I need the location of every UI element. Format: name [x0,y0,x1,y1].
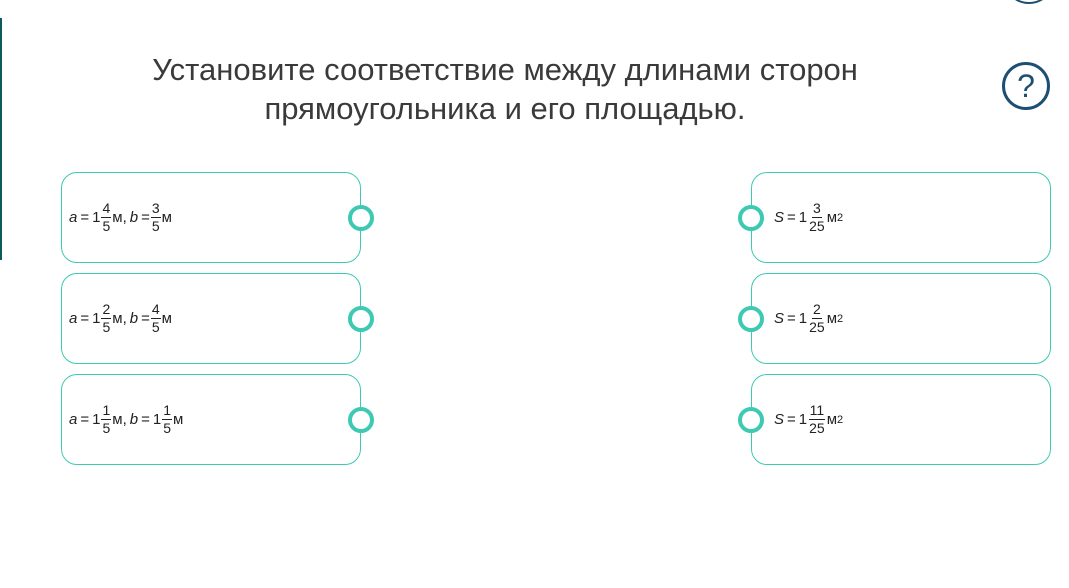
b-denominator: 5 [151,319,160,335]
task-title-line-2: прямоугольника и его площадью. [264,91,746,126]
b-denominator: 5 [151,218,160,234]
area-unit-exponent: 2 [837,211,844,224]
equals-sign: = [787,411,796,428]
b-numerator: 4 [150,301,161,319]
task-title: Установите соответствие между длинами ст… [60,50,950,128]
connector-handle[interactable] [348,204,374,231]
a-numerator: 4 [101,200,112,218]
area-denominator: 25 [809,218,825,234]
connector-handle[interactable] [738,204,764,231]
a-denominator: 5 [102,218,111,234]
equals-sign: = [80,209,90,226]
area-unit: м [826,310,838,327]
equals-sign: = [141,310,150,327]
var-b: b [129,209,139,226]
a-whole: 1 [92,310,101,327]
area-unit-exponent: 2 [837,312,844,325]
a-whole: 1 [92,209,101,226]
a-unit: м, [112,310,127,327]
var-s: S [774,209,785,226]
a-denominator: 5 [102,420,111,436]
connector-handle[interactable] [738,406,764,433]
area-denominator: 25 [809,319,825,335]
equals-sign: = [80,411,90,428]
b-whole: 1 [152,411,162,428]
a-numerator: 1 [101,402,112,420]
b-denominator: 5 [163,420,171,436]
b-unit: м [172,411,184,428]
var-s: S [774,411,785,428]
equals-sign: = [141,411,150,428]
connector-handle[interactable] [348,305,374,332]
left-accent-bar [0,18,2,260]
b-unit: м [161,209,172,226]
var-a: a [69,310,78,327]
b-numerator: 3 [150,200,161,218]
task-title-line-1: Установите соответствие между длинами ст… [152,52,858,87]
area-whole: 1 [798,209,808,226]
equals-sign: = [141,209,150,226]
area-whole: 1 [798,411,808,428]
area-unit-exponent: 2 [837,413,844,426]
a-whole: 1 [92,411,101,428]
a-unit: м, [112,209,127,226]
a-numerator: 2 [101,301,112,319]
var-a: a [69,411,78,428]
area-unit: м [826,411,838,428]
area-whole: 1 [798,310,808,327]
connector-handle[interactable] [738,305,764,332]
equals-sign: = [787,209,796,226]
var-a: a [69,209,78,226]
a-unit: м, [112,411,127,428]
top-nav-circle[interactable] [1003,0,1055,4]
area-numerator: 3 [812,200,822,218]
area-numerator: 11 [808,402,826,420]
equals-sign: = [80,310,90,327]
area-numerator: 2 [812,301,822,319]
var-s: S [774,310,785,327]
area-unit: м [826,209,838,226]
question-mark-icon: ? [1017,68,1035,104]
b-unit: м [161,310,172,327]
var-b: b [129,411,139,428]
help-button[interactable]: ? [1002,62,1050,110]
area-denominator: 25 [809,420,825,436]
a-denominator: 5 [102,319,111,335]
equals-sign: = [787,310,796,327]
b-numerator: 1 [162,402,172,420]
connector-handle[interactable] [348,406,374,433]
var-b: b [129,310,139,327]
